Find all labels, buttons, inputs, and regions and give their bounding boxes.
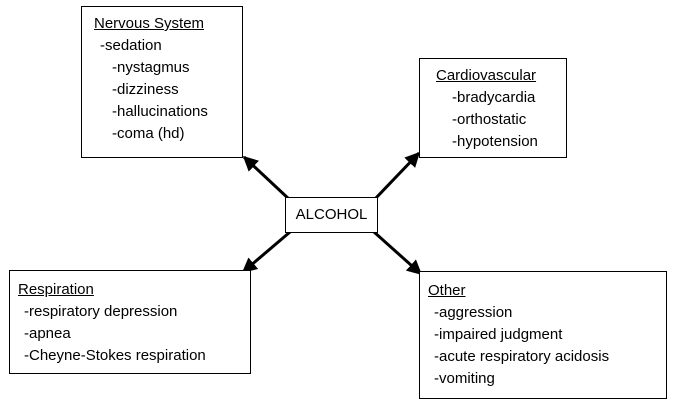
other-box: Other -aggression -impaired judgment -ac… <box>419 271 667 399</box>
arrow-to-nervous-system <box>242 155 292 202</box>
cardiovascular-box: Cardiovascular -bradycardia -orthostatic… <box>419 58 567 158</box>
other-item-aggression: -aggression <box>434 304 513 321</box>
nervous-item-dizziness: -dizziness <box>112 81 179 98</box>
other-item-impaired-judgment: -impaired judgment <box>434 326 563 343</box>
cardio-item-orthostatic: -orthostatic <box>452 111 527 128</box>
alcohol-center-box: ALCOHOL <box>285 197 378 233</box>
arrow-to-respiration <box>241 230 291 274</box>
respiration-title: Respiration <box>18 281 94 298</box>
respiration-box: Respiration -respiratory depression -apn… <box>9 270 251 374</box>
resp-item-respiratory-depression: -respiratory depression <box>24 303 178 320</box>
other-item-acute-respiratory-acidosis: -acute respiratory acidosis <box>434 348 610 365</box>
other-title: Other <box>428 282 466 299</box>
other-item-vomiting: -vomiting <box>434 370 495 387</box>
nervous-item-hallucinations: -hallucinations <box>112 103 208 120</box>
cardio-item-bradycardia: -bradycardia <box>452 89 536 106</box>
cardio-item-hypotension: -hypotension <box>452 133 538 150</box>
nervous-system-box: Nervous System -sedation -nystagmus -diz… <box>81 6 243 158</box>
nervous-system-title: Nervous System <box>94 15 205 32</box>
arrow-to-other <box>373 230 423 276</box>
resp-item-apnea: -apnea <box>24 325 71 342</box>
nervous-item-nystagmus: -nystagmus <box>112 59 190 76</box>
resp-item-cheyne-stokes: -Cheyne-Stokes respiration <box>24 347 206 364</box>
nervous-item-sedation: -sedation <box>100 37 162 54</box>
arrow-to-cardiovascular <box>372 151 421 202</box>
cardiovascular-title: Cardiovascular <box>436 67 537 84</box>
nervous-item-coma: -coma (hd) <box>112 125 185 142</box>
